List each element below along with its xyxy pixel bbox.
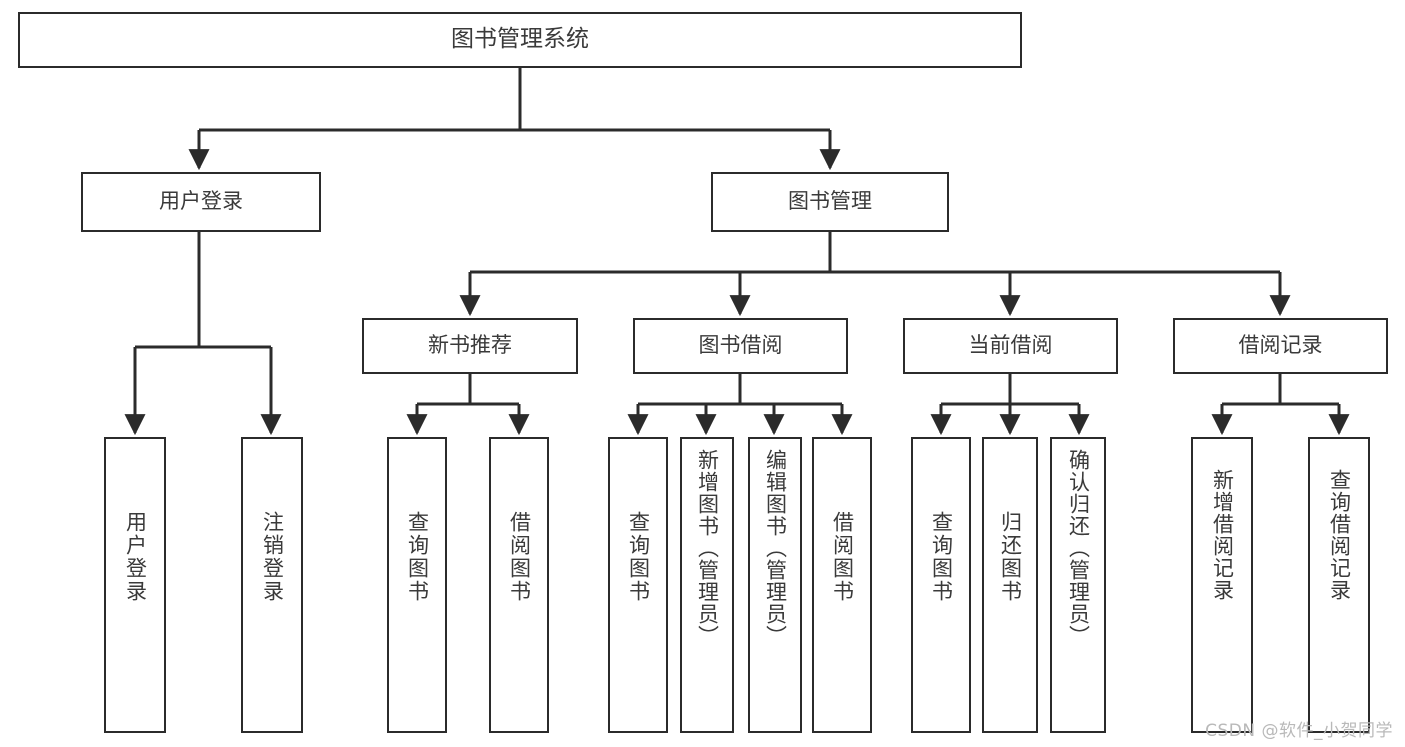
node-label: 查询借阅记录 xyxy=(1327,469,1352,601)
leaf-new-book-borrow-books[interactable]: 借阅图书 xyxy=(489,437,549,733)
node-label: 新增图书（管理员） xyxy=(695,449,720,647)
leaf-book-borrow-borrow-books[interactable]: 借阅图书 xyxy=(812,437,872,733)
node-label: 图书管理 xyxy=(788,189,872,214)
node-label: 归还图书 xyxy=(998,511,1023,603)
leaf-user-login-logout[interactable]: 注销登录 xyxy=(241,437,303,733)
node-new-book-recommend[interactable]: 新书推荐 xyxy=(362,318,578,374)
node-label: 当前借阅 xyxy=(968,333,1053,358)
leaf-borrow-record-query-record[interactable]: 查询借阅记录 xyxy=(1308,437,1370,733)
leaf-book-borrow-query-books[interactable]: 查询图书 xyxy=(608,437,668,733)
leaf-book-borrow-add-book-admin[interactable]: 新增图书（管理员） xyxy=(680,437,734,733)
leaf-book-borrow-edit-book-admin[interactable]: 编辑图书（管理员） xyxy=(748,437,802,733)
leaf-user-login-login[interactable]: 用户登录 xyxy=(104,437,166,733)
node-label: 新书推荐 xyxy=(428,333,512,358)
node-label: 借阅图书 xyxy=(830,511,855,603)
node-label: 查询图书 xyxy=(626,511,651,603)
node-label: 借阅记录 xyxy=(1238,333,1323,358)
watermark-text: CSDN @软件_小贺同学 xyxy=(1205,721,1393,741)
node-label: 借阅图书 xyxy=(507,511,532,603)
node-book-borrow[interactable]: 图书借阅 xyxy=(633,318,848,374)
node-label: 查询图书 xyxy=(405,511,430,603)
leaf-current-borrow-return-books[interactable]: 归还图书 xyxy=(982,437,1038,733)
leaf-current-borrow-query-books[interactable]: 查询图书 xyxy=(911,437,971,733)
node-label: 确认归还（管理员） xyxy=(1066,449,1091,647)
leaf-borrow-record-add-record[interactable]: 新增借阅记录 xyxy=(1191,437,1253,733)
node-label: 查询图书 xyxy=(929,511,954,603)
node-root-system[interactable]: 图书管理系统 xyxy=(18,12,1022,68)
node-book-management[interactable]: 图书管理 xyxy=(711,172,949,232)
node-user-login[interactable]: 用户登录 xyxy=(81,172,321,232)
node-label: 图书借阅 xyxy=(698,333,783,358)
node-current-borrow[interactable]: 当前借阅 xyxy=(903,318,1118,374)
node-label: 用户登录 xyxy=(123,511,148,603)
node-label: 图书管理系统 xyxy=(451,26,589,53)
node-label: 用户登录 xyxy=(159,189,243,214)
node-label: 新增借阅记录 xyxy=(1210,469,1235,601)
node-label: 注销登录 xyxy=(260,511,285,603)
leaf-new-book-query-books[interactable]: 查询图书 xyxy=(387,437,447,733)
node-label: 编辑图书（管理员） xyxy=(763,449,788,647)
leaf-current-borrow-confirm-return-admin[interactable]: 确认归还（管理员） xyxy=(1050,437,1106,733)
node-borrow-record[interactable]: 借阅记录 xyxy=(1173,318,1388,374)
